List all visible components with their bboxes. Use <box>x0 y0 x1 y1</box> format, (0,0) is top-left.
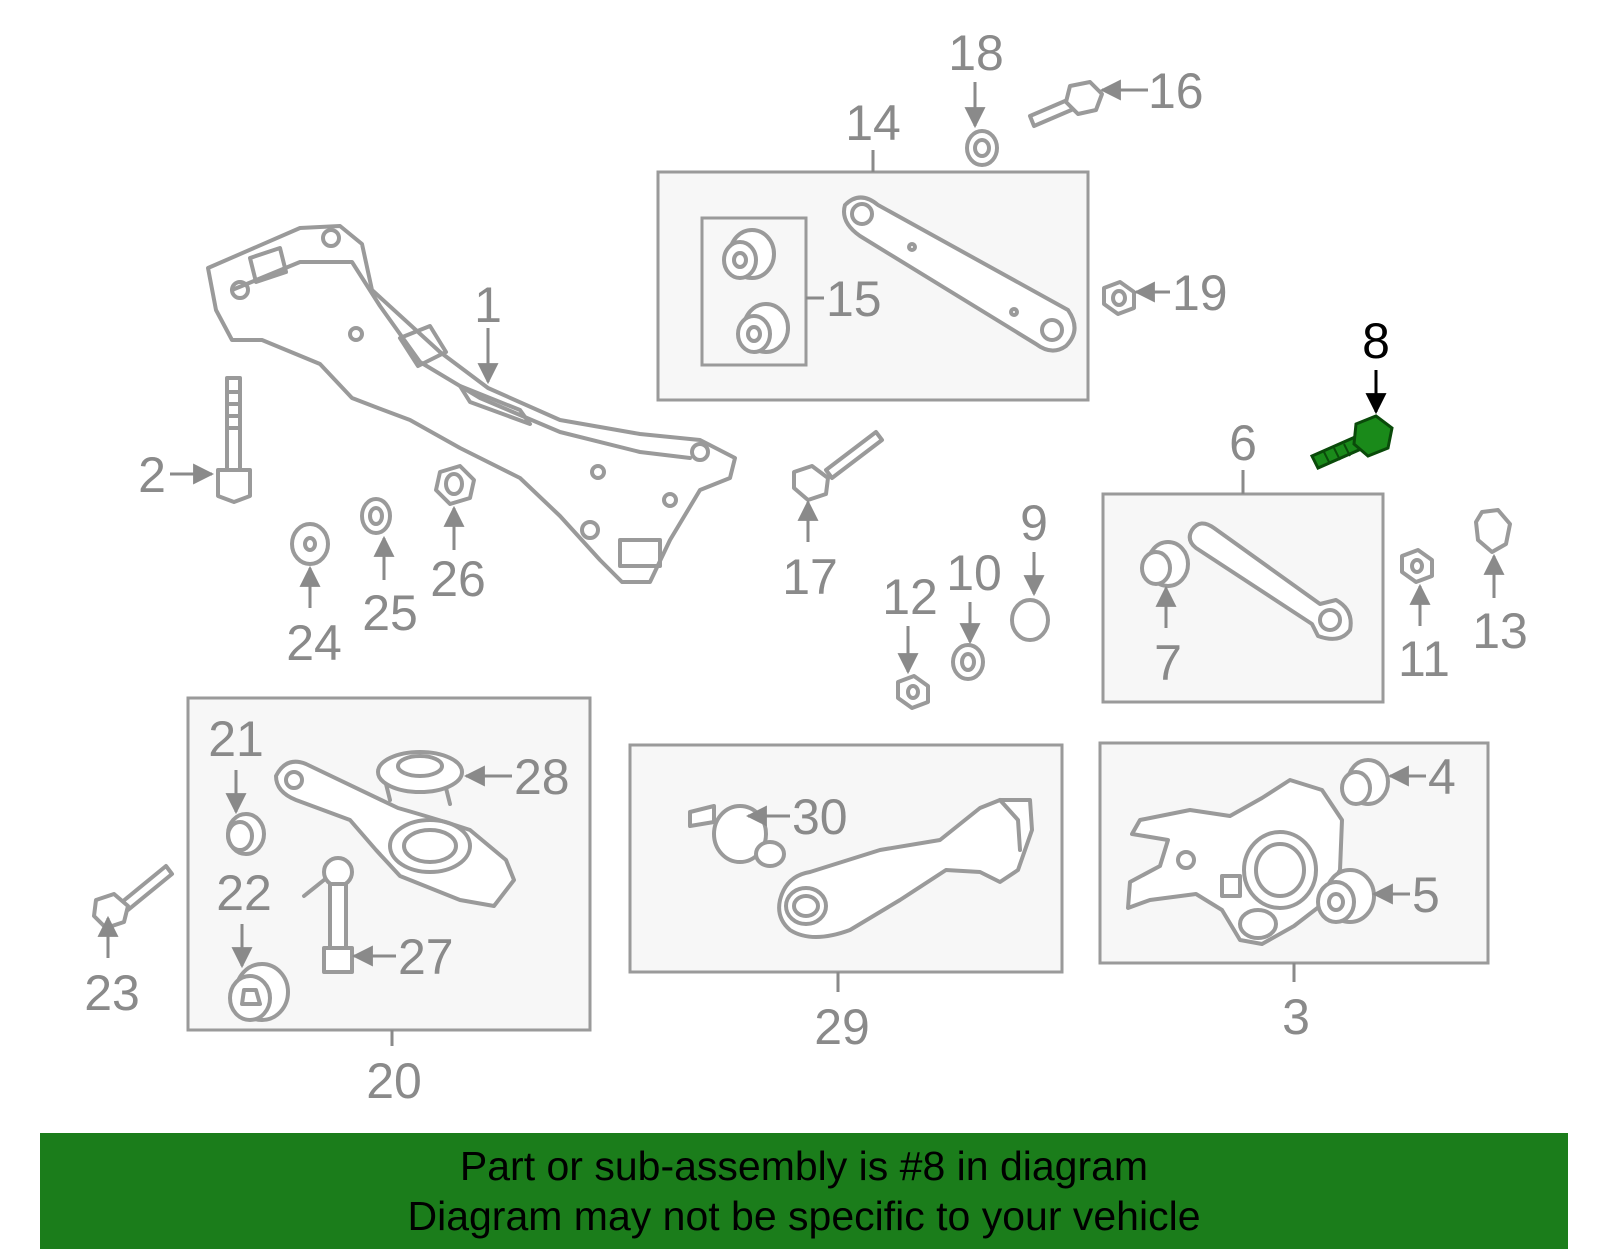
bolt-part-2[interactable] <box>216 376 252 504</box>
group-box-6 <box>1101 492 1385 704</box>
bushing-part-21[interactable] <box>226 812 266 856</box>
label-5: 5 <box>1412 867 1440 923</box>
label-26: 26 <box>430 551 486 607</box>
washer-part-10[interactable] <box>951 643 985 681</box>
bolt-part-8-highlighted[interactable] <box>1309 414 1394 470</box>
label-13: 13 <box>1472 603 1528 659</box>
bolt-part-17[interactable] <box>792 430 884 502</box>
label-19: 19 <box>1172 265 1228 321</box>
nut-part-26[interactable] <box>434 464 476 506</box>
link-arm-part-14[interactable] <box>842 195 1077 353</box>
label-30: 30 <box>792 789 848 845</box>
label-14: 14 <box>845 95 901 151</box>
label-8-highlighted: 8 <box>1362 313 1390 369</box>
label-20: 20 <box>366 1053 422 1109</box>
label-9: 9 <box>1020 495 1048 551</box>
lower-arm-part-20[interactable] <box>274 759 516 908</box>
link-part-6[interactable] <box>1187 521 1353 641</box>
label-18: 18 <box>948 25 1004 81</box>
trailing-arm-part-29[interactable] <box>777 798 1034 939</box>
label-3: 3 <box>1282 989 1310 1045</box>
bushing-part-4[interactable] <box>1340 758 1390 806</box>
nut-part-19[interactable] <box>1102 280 1136 316</box>
bushing-part-15[interactable] <box>722 228 790 354</box>
bolt-part-16[interactable] <box>1028 80 1104 128</box>
knuckle-part-3[interactable] <box>1126 778 1344 946</box>
label-29: 29 <box>814 999 870 1055</box>
label-27: 27 <box>398 929 454 985</box>
label-22: 22 <box>216 865 272 921</box>
label-16: 16 <box>1148 63 1204 119</box>
o-ring-part-9[interactable] <box>1010 598 1050 642</box>
bolt-part-23[interactable] <box>92 864 174 930</box>
label-10: 10 <box>946 545 1002 601</box>
label-12: 12 <box>882 569 938 625</box>
cap-part-13[interactable] <box>1474 508 1512 554</box>
label-28: 28 <box>514 749 570 805</box>
label-7: 7 <box>1154 635 1182 691</box>
bushing-part-7[interactable] <box>1140 540 1190 588</box>
stabilizer-link-part-27[interactable] <box>302 856 354 974</box>
bushing-part-22[interactable] <box>228 962 290 1022</box>
nut-part-11[interactable] <box>1400 548 1434 584</box>
washer-part-25[interactable] <box>360 497 392 535</box>
label-23: 23 <box>84 965 140 1021</box>
bushing-part-5[interactable] <box>1316 868 1376 924</box>
label-4: 4 <box>1428 749 1456 805</box>
label-17: 17 <box>782 549 838 605</box>
nut-part-12[interactable] <box>896 674 930 710</box>
info-banner: Part or sub-assembly is #8 in diagram Di… <box>40 1133 1568 1249</box>
label-21: 21 <box>208 711 264 767</box>
banner-line-1: Part or sub-assembly is #8 in diagram <box>459 1143 1149 1189</box>
label-2: 2 <box>138 447 166 503</box>
spring-seat-part-28[interactable] <box>376 750 464 806</box>
label-6: 6 <box>1229 415 1257 471</box>
washer-part-18[interactable] <box>965 129 999 167</box>
washer-part-24[interactable] <box>290 522 330 566</box>
label-15: 15 <box>826 271 882 327</box>
subframe-part-1[interactable] <box>206 224 737 584</box>
label-1: 1 <box>474 277 502 333</box>
label-24: 24 <box>286 615 342 671</box>
banner-line-2: Diagram may not be specific to your vehi… <box>407 1193 1201 1239</box>
label-25: 25 <box>362 585 418 641</box>
bushing-part-30[interactable] <box>688 804 786 868</box>
label-11: 11 <box>1398 631 1450 687</box>
